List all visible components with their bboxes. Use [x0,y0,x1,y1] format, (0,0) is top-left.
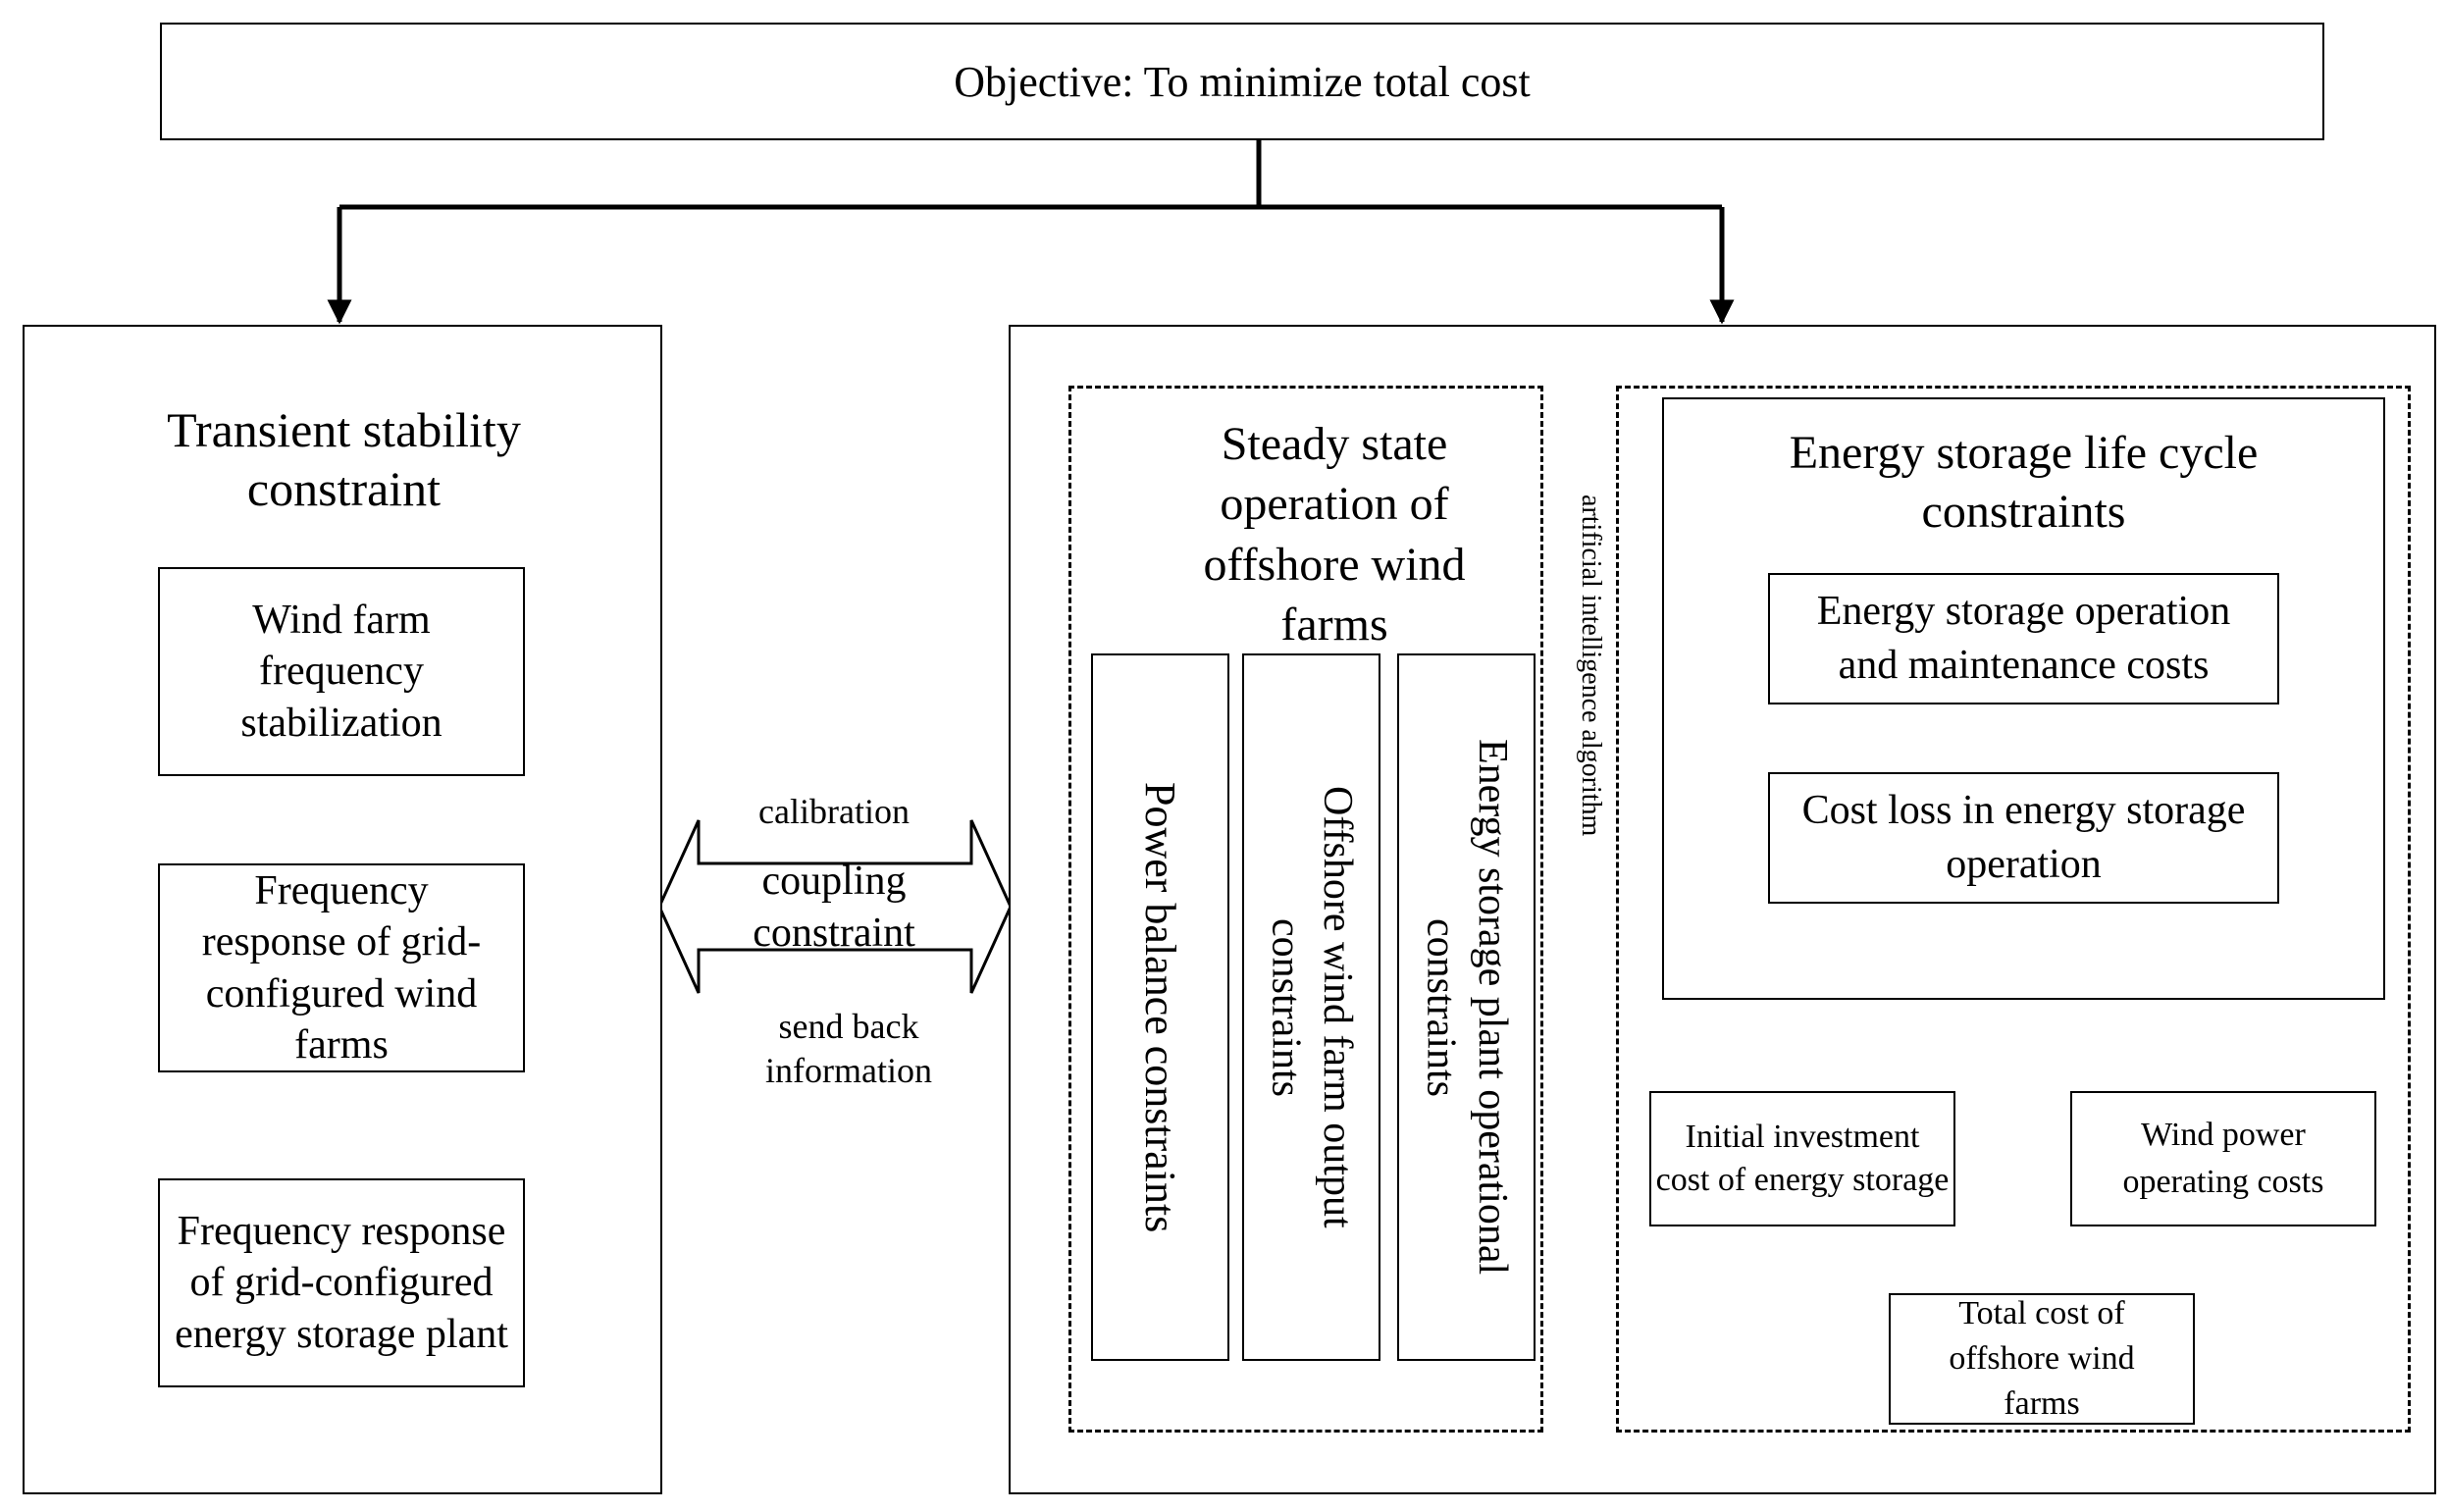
left-item-box: Frequency response of grid-configured wi… [158,863,525,1072]
total-cost-label: Total cost of offshore wind farms [1949,1295,2135,1422]
transient-stability-title: Transient stability constraint [167,402,521,516]
storage-cost-item-label: Cost loss in energy storage operation [1801,788,2246,887]
left-item-label: Wind farm frequency stabilization [240,597,443,746]
left-item-box: Wind farm frequency stabilization [158,567,525,776]
send-back-information-label: send back information [765,1007,932,1090]
steady-column-box: Energy storage plant operational constra… [1397,653,1536,1361]
ai-algorithm-label: artificial intelligence algorithm [1576,494,1606,837]
storage-cost-item-label: Energy storage operation and maintenance… [1816,589,2231,688]
initial-investment-box: Initial investment cost of energy storag… [1649,1091,1955,1226]
calibration-label: calibration [758,792,910,831]
wind-operating-cost-label: Wind power operating costs [2122,1117,2324,1200]
wind-operating-cost-box: Wind power operating costs [2070,1091,2376,1226]
storage-cost-group [1616,386,2411,1433]
coupling-constraint-label: coupling constraint [753,859,915,956]
initial-investment-label: Initial investment cost of energy storag… [1655,1118,1950,1198]
storage-life-cycle-title: Energy storage life cycle constraints [1789,427,2259,538]
steady-column-box: Offshore wind farm output constraints [1242,653,1380,1361]
objective-box: Objective: To minimize total cost [160,23,2324,140]
storage-cost-item-box: Cost loss in energy storage operation [1768,772,2279,904]
left-item-label: Frequency response of grid-configured en… [175,1208,508,1357]
steady-column-box: Power balance constraints [1091,653,1229,1361]
storage-cost-item-box: Energy storage operation and maintenance… [1768,573,2279,704]
steady-column-label: Power balance constraints [1136,781,1184,1233]
left-item-label: Frequency response of grid-configured wi… [201,867,482,1069]
total-cost-box: Total cost of offshore wind farms [1889,1293,2195,1425]
steady-column-label: Offshore wind farm output constraints [1263,786,1361,1228]
steady-column-label: Energy storage plant operational constra… [1418,739,1516,1276]
steady-state-title: Steady state operation of offshore wind … [1203,418,1466,652]
left-item-box: Frequency response of grid-configured en… [158,1178,525,1387]
objective-label: Objective: To minimize total cost [954,57,1531,106]
steady-state-group [1068,386,1543,1433]
